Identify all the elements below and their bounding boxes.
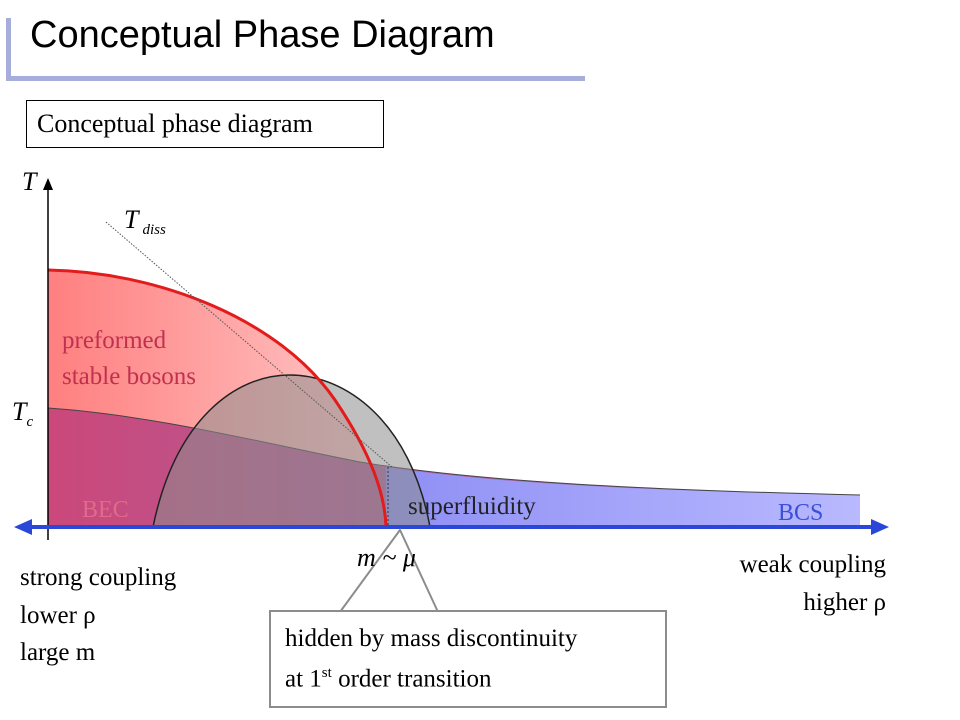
bcs-label: BCS [778,500,823,526]
left-caption-line3: large m [20,639,96,666]
bec-label: BEC [82,497,129,523]
callout-box: hidden by mass discontinuity at 1st orde… [269,610,667,708]
callout-line1: hidden by mass discontinuity [285,625,578,652]
y-axis-label: T [22,167,38,196]
left-caption-line2: lower ρ [20,602,96,629]
tc-label: Tc [12,397,33,430]
preformed-label-line2: stable bosons [62,363,196,390]
mass-discontinuity-dome [152,374,431,528]
callout-pointer [339,528,439,613]
right-caption-line2: higher ρ [803,589,886,616]
preformed-label-line1: preformed [62,327,167,354]
slide-title: Conceptual Phase Diagram [30,14,495,56]
coupling-axis-right-arrow [871,519,889,535]
superfluidity-label: superfluidity [408,493,536,520]
title-accent-bar [6,18,585,81]
coupling-axis-left-arrow [14,519,32,535]
left-caption-line1: strong coupling [20,564,177,591]
mass-condition-label: m ~ μ [357,543,416,572]
callout-line2: at 1st order transition [285,665,492,693]
temperature-axis-arrow [43,178,53,190]
boxed-diagram-label: Conceptual phase diagram [26,100,384,148]
bcs-region [386,467,860,527]
right-caption-line1: weak coupling [740,551,887,578]
preformed-boundary-line [47,268,388,528]
